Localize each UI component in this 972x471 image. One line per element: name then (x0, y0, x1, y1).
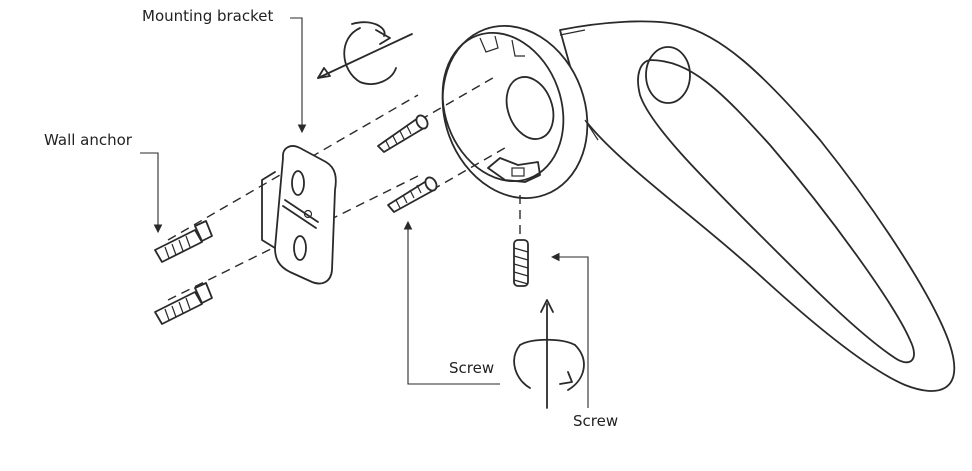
wall-anchor-upper (154, 220, 213, 263)
set-screw (513, 239, 529, 287)
bracket-screw-lower (387, 176, 438, 213)
bracket-screw-upper (377, 114, 429, 153)
towel-ring (559, 20, 956, 392)
rotate-arrow-top-icon (317, 21, 413, 85)
mounting-bracket (261, 145, 337, 285)
label-wall-anchor: Wall anchor (44, 131, 133, 149)
label-screw-left: Screw (449, 359, 494, 377)
leader-lines (140, 17, 589, 408)
label-mounting-bracket: Mounting bracket (142, 7, 273, 25)
ring-base-cup (441, 25, 599, 199)
wall-anchor-lower (154, 282, 213, 325)
label-screw-bottom: Screw (573, 412, 618, 430)
rotate-arrow-bottom-icon (513, 299, 585, 409)
